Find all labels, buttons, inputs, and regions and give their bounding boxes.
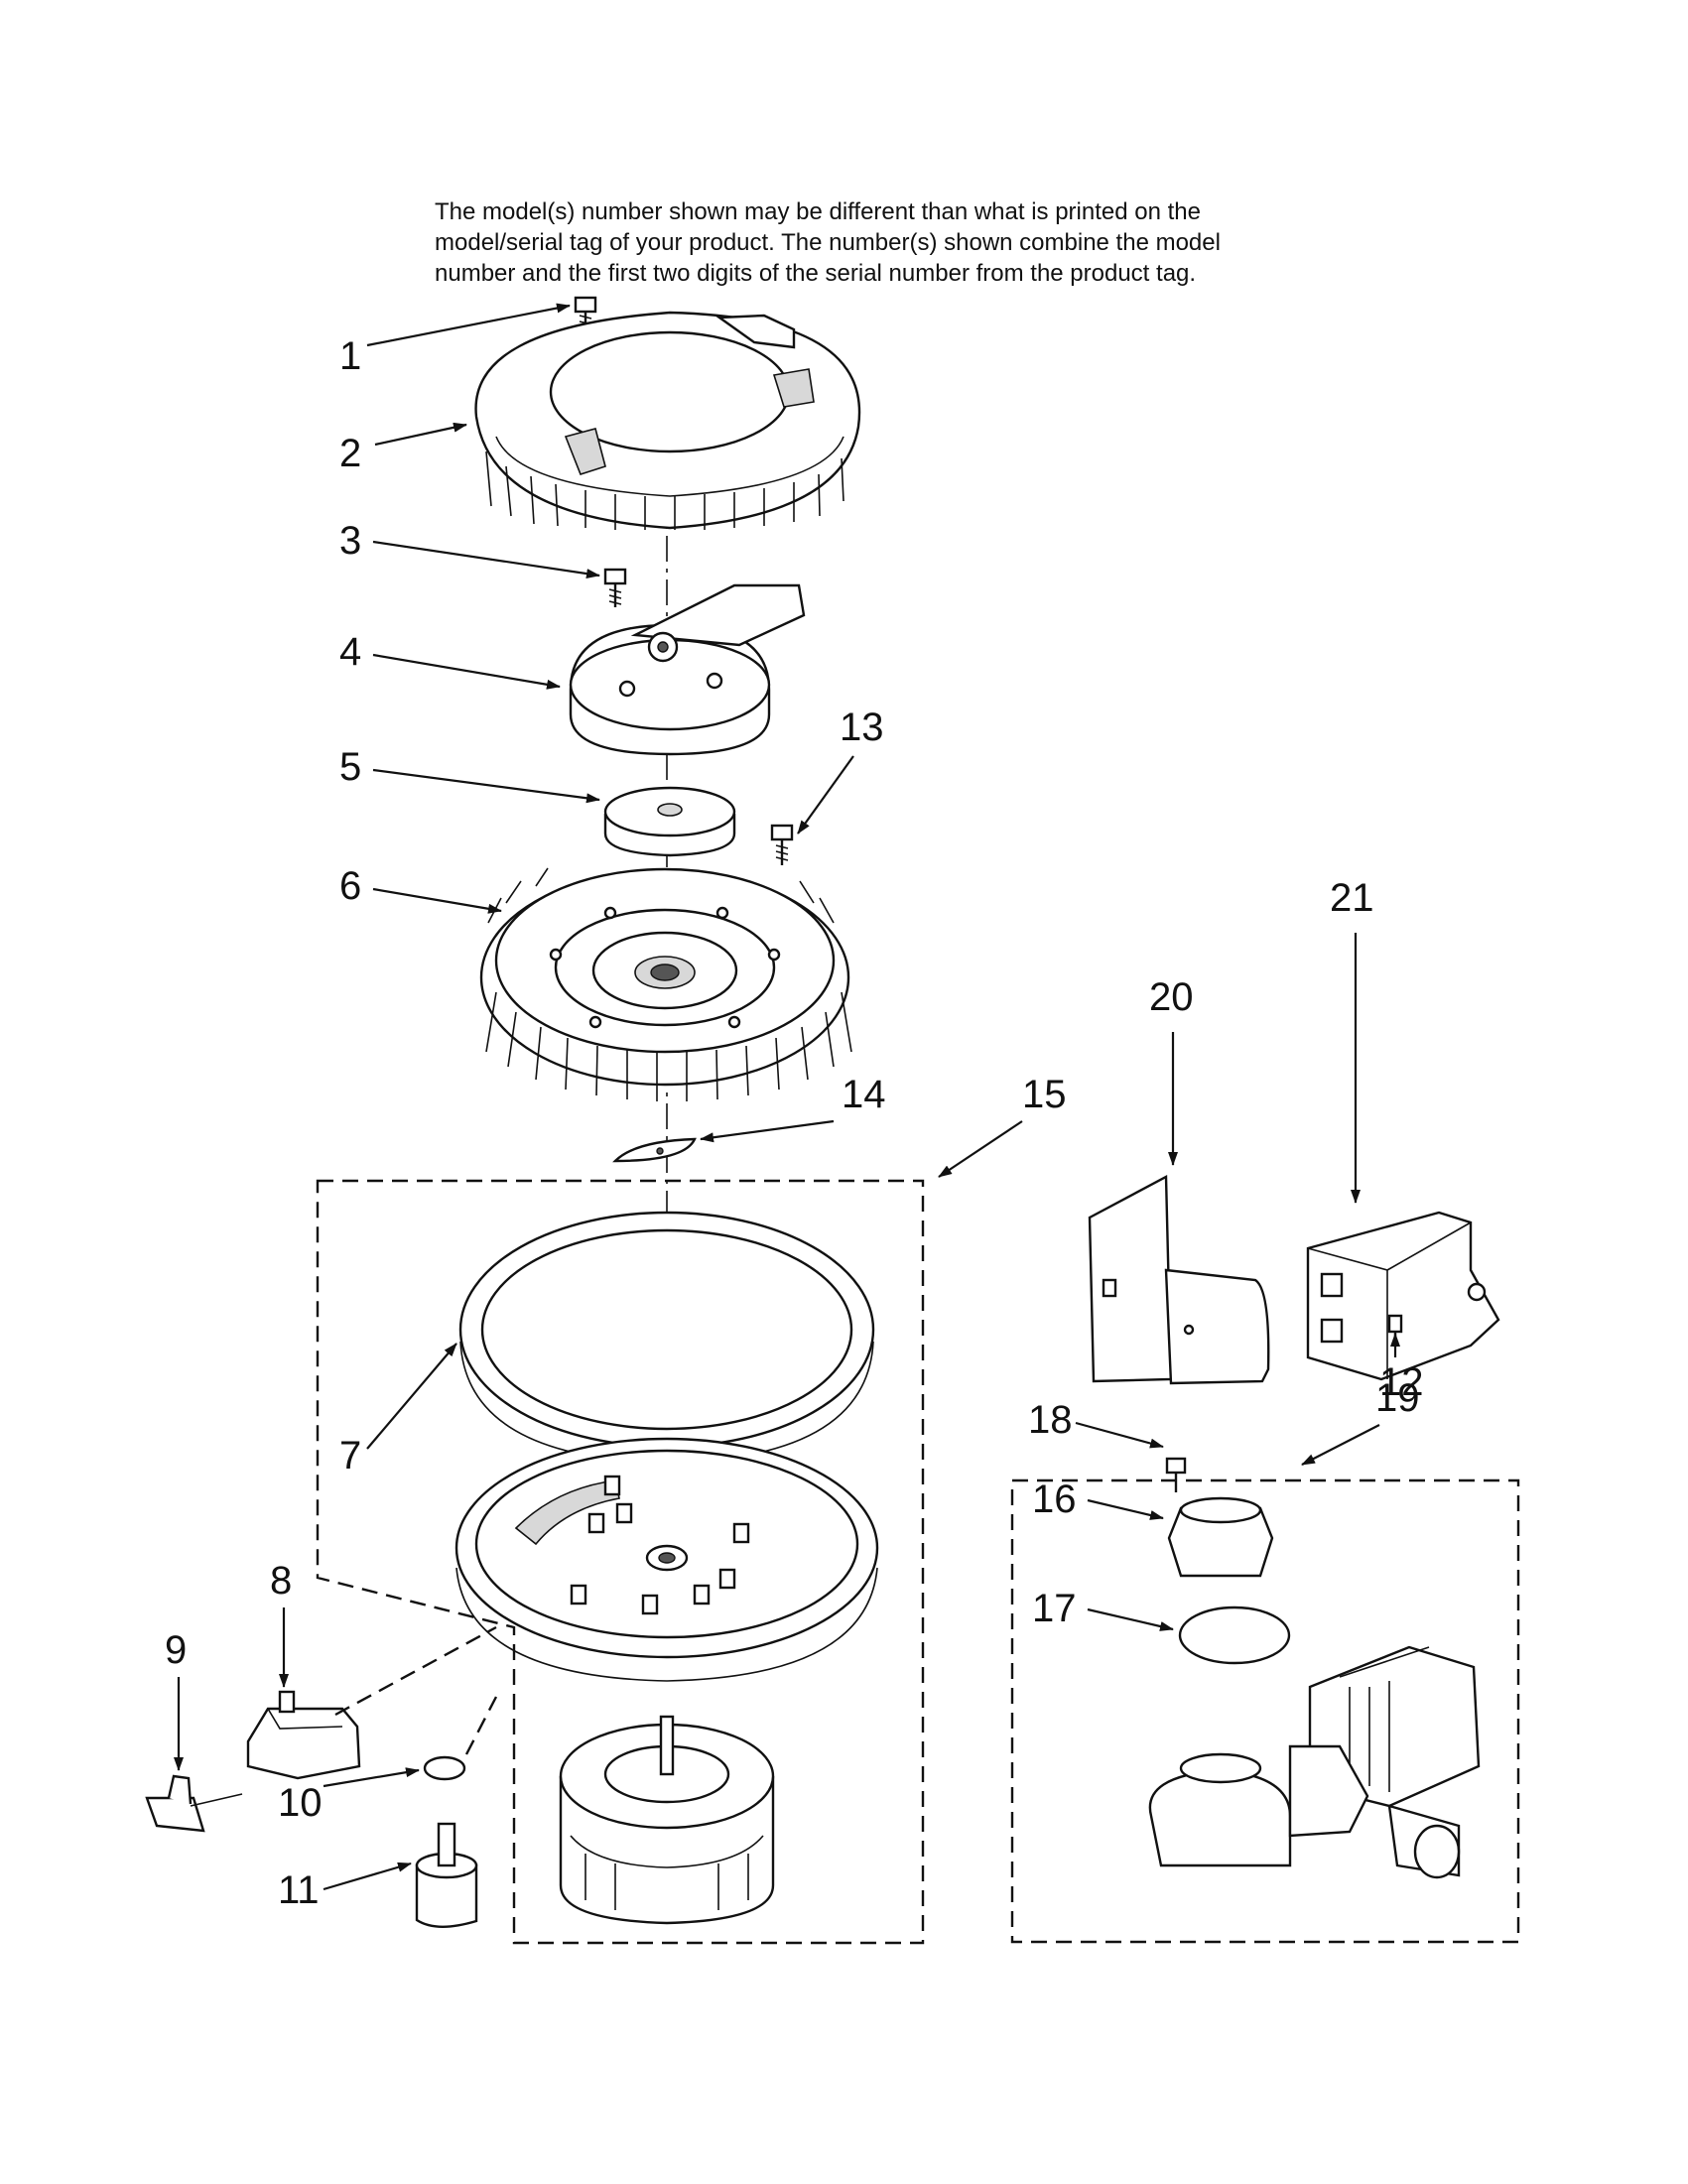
leader-1 <box>366 303 571 347</box>
callout-8: 8 <box>270 1559 292 1603</box>
part-15-assembly-boundary <box>316 1179 925 1945</box>
sump-housing <box>454 1437 879 1682</box>
leader-13 <box>797 755 854 835</box>
part-5-impeller <box>603 786 736 857</box>
callout-3: 3 <box>339 519 361 563</box>
connector-10 <box>464 1696 498 1755</box>
part-14-gasket <box>612 1137 697 1163</box>
part-2-cover <box>474 311 861 530</box>
note-line-1: The model(s) number shown may be differe… <box>435 198 1201 225</box>
leader-19 <box>1301 1424 1380 1466</box>
callout-6: 6 <box>339 864 361 908</box>
part-3-screw <box>603 568 627 607</box>
leader-6 <box>372 887 502 914</box>
connector-8 <box>334 1625 497 1717</box>
part-13-screw <box>770 824 794 865</box>
callout-18: 18 <box>1028 1398 1073 1442</box>
callout-11: 11 <box>278 1868 320 1912</box>
model-number-note: The model(s) number shown may be differe… <box>435 196 1328 289</box>
leader-5 <box>372 768 600 804</box>
note-line-2: model/serial tag of your product. The nu… <box>435 229 1221 256</box>
part-20-bracket <box>1088 1175 1270 1385</box>
callout-15: 15 <box>1022 1073 1067 1116</box>
callout-21: 21 <box>1330 876 1374 920</box>
part-11-sensor <box>415 1822 478 1928</box>
leader-11 <box>323 1862 412 1891</box>
leader-3 <box>372 540 600 579</box>
callout-14: 14 <box>842 1073 886 1116</box>
part-8-bracket <box>246 1690 361 1780</box>
callout-7: 7 <box>339 1434 361 1477</box>
part-16-adapter <box>1167 1496 1274 1578</box>
leader-15 <box>938 1120 1023 1178</box>
part-6-pump-housing <box>479 867 852 1101</box>
pump-motor <box>559 1715 775 1925</box>
callout-10: 10 <box>278 1781 323 1825</box>
part-18-screw <box>1165 1457 1187 1492</box>
leader-18 <box>1075 1421 1164 1449</box>
part-17-o-ring <box>1178 1606 1291 1665</box>
part-19-assembly-boundary <box>1010 1478 1520 1944</box>
callout-13: 13 <box>840 706 884 749</box>
leader-17 <box>1087 1607 1174 1631</box>
part-7-seal-ring <box>458 1211 875 1464</box>
part-9-lever <box>145 1774 243 1833</box>
callout-2: 2 <box>339 432 361 475</box>
callout-9: 9 <box>165 1628 187 1672</box>
callout-16: 16 <box>1032 1477 1077 1521</box>
callout-12: 12 <box>1379 1360 1424 1404</box>
leader-14 <box>700 1119 835 1143</box>
drain-pump <box>1148 1645 1481 1879</box>
leader-2 <box>374 422 467 447</box>
callout-5: 5 <box>339 745 361 789</box>
callout-1: 1 <box>339 334 361 378</box>
callout-4: 4 <box>339 630 361 674</box>
leader-10 <box>323 1767 420 1788</box>
leader-16 <box>1087 1498 1164 1520</box>
leader-7 <box>366 1343 457 1450</box>
part-10-o-ring <box>423 1755 466 1781</box>
callout-17: 17 <box>1032 1587 1077 1630</box>
callout-19: 19 <box>1375 1376 1420 1420</box>
note-line-3: number and the first two digits of the s… <box>435 260 1197 287</box>
part-4-housing-cover <box>569 583 806 756</box>
part-21-box <box>1306 1211 1500 1381</box>
callout-20: 20 <box>1149 975 1194 1019</box>
leader-4 <box>372 653 561 690</box>
